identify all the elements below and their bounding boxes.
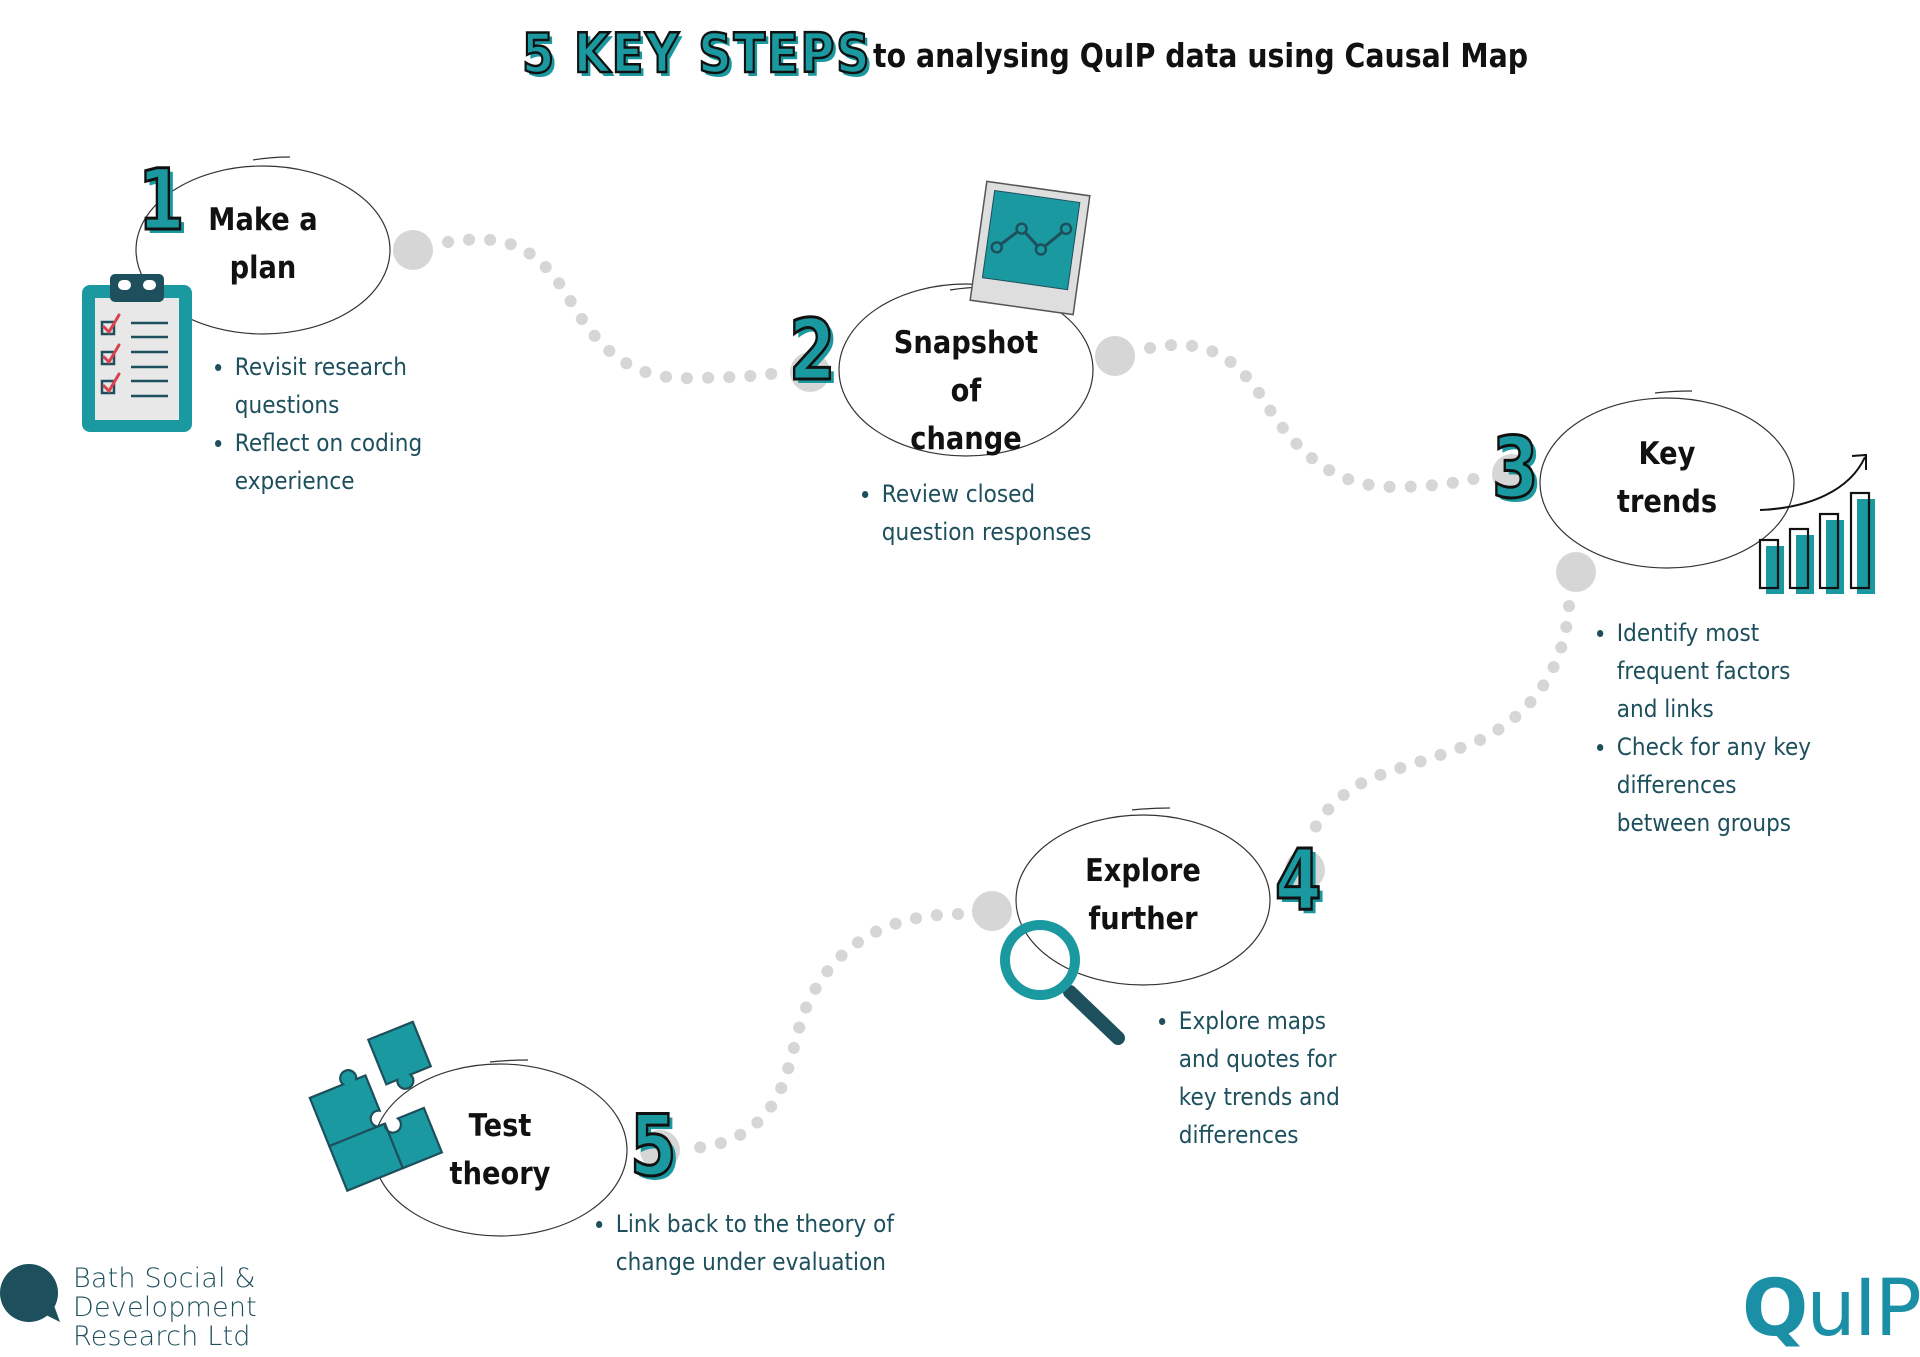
title-emphasis: 5 KEY STEPS (521, 21, 872, 87)
step-4-title-line: further (1088, 901, 1198, 937)
path-node-dot (640, 1130, 680, 1170)
title-subtitle: to analysing QuIP data using Causal Map (873, 36, 1529, 75)
bullet-item: Revisit research questions (215, 348, 422, 424)
bsdr-logo-line: Development (73, 1292, 257, 1323)
step-1-title-line: plan (229, 250, 297, 286)
step-2-number: 2 (788, 301, 837, 399)
bsdr-logo-line: Bath Social & (73, 1263, 256, 1294)
quip-logo-q: Q (1742, 1264, 1808, 1354)
puzzle-pieces-icon (308, 1020, 444, 1193)
step-5-bullets: Link back to the theory of change under … (596, 1205, 927, 1281)
dotted-path-3-to-4 (1308, 600, 1575, 836)
step-4-ellipse (1015, 807, 1271, 986)
bullet-item: Review closed question responses (862, 475, 1091, 551)
step-3-ellipse (1539, 390, 1795, 569)
step-2-title-line: change (910, 421, 1022, 457)
step-2-ellipse (838, 283, 1094, 457)
step-3-number: 3 (1491, 419, 1540, 517)
step-3-title-line: trends (1616, 484, 1718, 520)
step-2-title: Snapshot of change (878, 319, 1054, 463)
bullet-item: Identify most frequent factors and links (1597, 614, 1811, 728)
step-1-ellipse (135, 156, 391, 335)
step-3-bullets: Identify most frequent factors and links… (1597, 614, 1835, 842)
step-2-title-line: Snapshot of (893, 325, 1039, 409)
path-node-dot (393, 230, 433, 270)
step-1-title: Make a plan (193, 196, 334, 292)
bullet-item: Check for any key differences between gr… (1597, 728, 1811, 842)
clipboard-checklist-icon (82, 274, 192, 432)
step-4-title: Explore further (1073, 847, 1214, 943)
dotted-path-4-to-5 (682, 908, 964, 1154)
step-4-number: 4 (1274, 831, 1323, 929)
bullet-item: Link back to the theory of change under … (596, 1205, 894, 1281)
bsdr-logo-line: Research Ltd (73, 1321, 251, 1352)
path-node-dot (1492, 454, 1532, 494)
path-node-dot (972, 891, 1012, 931)
magnifying-glass-icon (1000, 920, 1125, 1045)
bullet-item: Reflect on coding experience (215, 424, 422, 500)
step-5-title-line: Test (468, 1108, 532, 1144)
path-node-dot (790, 352, 830, 392)
dotted-path-2-to-3 (1144, 338, 1489, 494)
bsdr-logo-text: Bath Social & Development Research Ltd (73, 1264, 257, 1351)
step-5-title-line: theory (449, 1156, 551, 1192)
bsdr-logo-mark (0, 1264, 60, 1322)
step-3-title-line: Key (1638, 436, 1696, 472)
path-node-dot (1556, 552, 1596, 592)
step-4-title-line: Explore (1085, 853, 1201, 889)
path-node-dot (1095, 336, 1135, 376)
step-5-title: Test theory (430, 1102, 571, 1198)
quip-logo: QuIP (1742, 1270, 1920, 1348)
step-1-number: 1 (137, 151, 186, 249)
step-5-number: 5 (629, 1097, 678, 1195)
rising-bar-chart-icon (1758, 453, 1875, 594)
step-4-bullets: Explore maps and quotes for key trends a… (1159, 1002, 1360, 1154)
step-2-bullets: Review closed question responses (862, 475, 1117, 551)
step-1-title-line: Make a (208, 202, 318, 238)
quip-logo-rest: uIP (1806, 1264, 1920, 1354)
bullet-item: Explore maps and quotes for key trends a… (1159, 1002, 1340, 1154)
path-node-dot (1285, 850, 1325, 890)
step-3-title: Key trends (1597, 430, 1738, 526)
dotted-path-1-to-2 (442, 233, 791, 385)
step-1-bullets: Revisit research questions Reflect on co… (215, 348, 445, 500)
polaroid-line-chart-icon (969, 180, 1091, 316)
